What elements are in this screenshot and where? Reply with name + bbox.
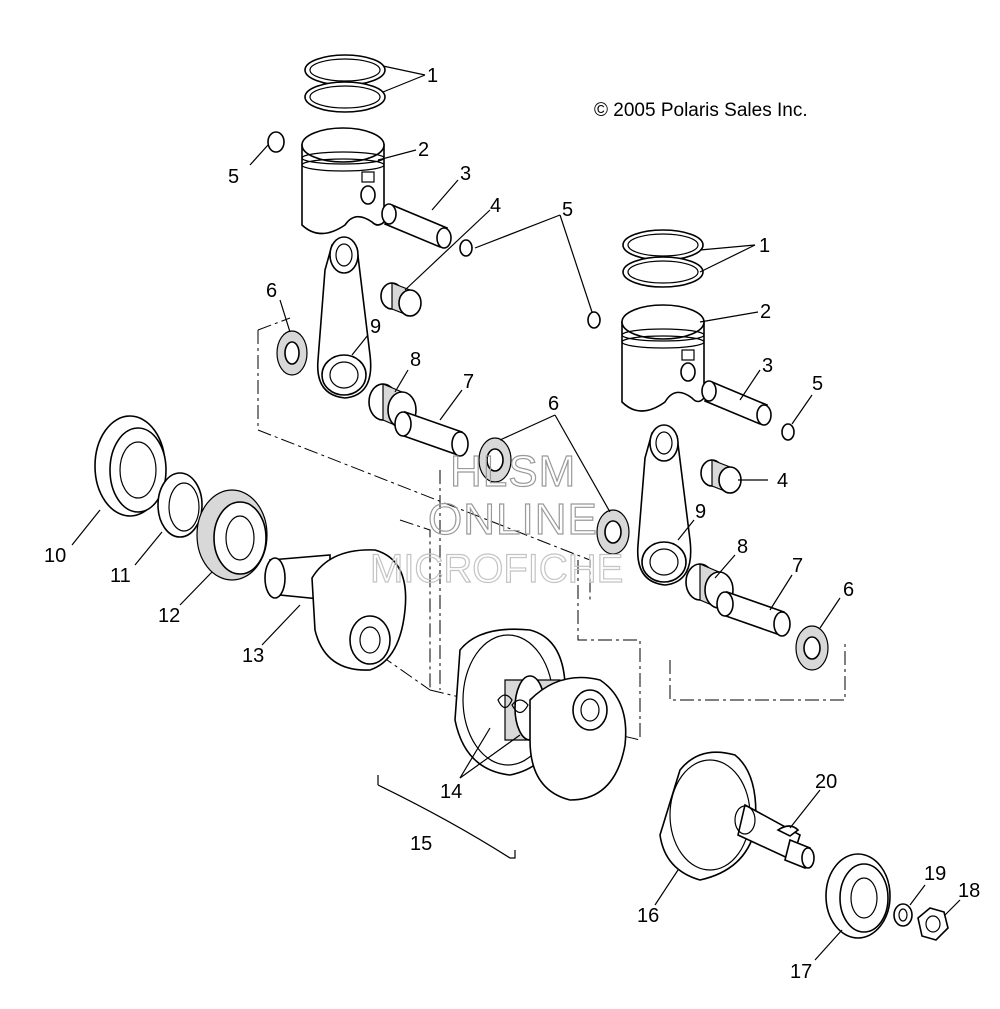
watermark: HLSM ONLINE MICROFICHE: [369, 446, 624, 591]
needle-bearing-small-right[interactable]: [700, 459, 742, 494]
copyright-text: © 2005 Polaris Sales Inc.: [594, 100, 808, 121]
callout-11: 11: [110, 565, 131, 587]
piston-right[interactable]: [621, 304, 705, 412]
callout-6-right: 6: [843, 579, 854, 601]
crank-pin-left[interactable]: [394, 410, 469, 457]
main-bearing-left-outer[interactable]: [94, 415, 167, 517]
callout-2-right: 2: [760, 301, 771, 323]
thrust-washer-right-b[interactable]: [795, 625, 829, 671]
callout-4-right: 4: [777, 470, 788, 492]
watermark-line-3: MICROFICHE: [370, 547, 623, 591]
callout-12: 12: [158, 605, 180, 627]
callout-4-upper: 4: [490, 195, 501, 217]
thrust-washer-right-a[interactable]: [596, 509, 630, 555]
crank-pin-right[interactable]: [716, 590, 791, 637]
callout-6-left: 6: [266, 280, 277, 302]
main-bearing-right[interactable]: [825, 853, 891, 939]
connecting-rod-right[interactable]: [636, 424, 692, 586]
callout-15: 15: [410, 833, 432, 855]
piston-clip-left-outer[interactable]: [267, 131, 285, 153]
callout-1-upper: 1: [427, 65, 438, 87]
callout-16: 16: [637, 905, 659, 927]
watermark-line-1: HLSM: [450, 447, 576, 496]
spacer-ring-left[interactable]: [157, 472, 203, 538]
callout-10: 10: [44, 545, 66, 567]
callout-7-left: 7: [463, 371, 474, 393]
leader-lines: [71, 65, 961, 961]
piston-clip-right-outer[interactable]: [587, 311, 601, 329]
wrist-pin-left[interactable]: [381, 203, 452, 249]
connecting-rod-left[interactable]: [316, 236, 372, 399]
crankshaft-seals[interactable]: [497, 694, 529, 714]
callout-3-upper: 3: [460, 163, 471, 185]
callout-19: 19: [924, 863, 946, 885]
main-bearing-left-inner[interactable]: [196, 489, 268, 581]
callout-9-left: 9: [370, 316, 381, 338]
callout-7-right: 7: [792, 555, 803, 577]
piston-rings-right[interactable]: [622, 229, 704, 288]
callout-5-right: 5: [812, 373, 823, 395]
piston-clip-left-inner[interactable]: [459, 239, 473, 257]
callout-8-right: 8: [737, 536, 748, 558]
callout-6-center: 6: [548, 393, 559, 415]
callout-2-upper: 2: [418, 139, 429, 161]
needle-bearing-small-left[interactable]: [380, 282, 422, 317]
lock-washer[interactable]: [893, 903, 913, 927]
callout-18: 18: [958, 880, 980, 902]
callout-3-right: 3: [762, 355, 773, 377]
piston-left[interactable]: [301, 127, 385, 235]
wrist-pin-right[interactable]: [701, 380, 772, 426]
callout-8-left: 8: [410, 349, 421, 371]
thrust-washer-left-b[interactable]: [478, 437, 512, 483]
callout-5-left: 5: [228, 166, 239, 188]
callout-numbers: 1 2 3 4 5 5 1 2 3 5 6 9 8 7 6 4 9 8 7 6 …: [44, 65, 980, 983]
thrust-washer-left-a[interactable]: [276, 330, 308, 376]
watermark-line-2: ONLINE: [428, 495, 598, 544]
callout-17: 17: [790, 961, 812, 983]
callout-20: 20: [815, 771, 837, 793]
piston-clip-right-inner[interactable]: [781, 423, 795, 441]
crankshaft-left-half[interactable]: [264, 549, 407, 671]
callout-14: 14: [440, 781, 462, 803]
callout-5-center: 5: [562, 199, 573, 221]
crankshaft-nut[interactable]: [917, 907, 949, 941]
crankshaft-right-half[interactable]: [659, 751, 815, 881]
callout-9-right: 9: [695, 501, 706, 523]
crankshaft-center-section[interactable]: [454, 628, 627, 801]
callout-1-right: 1: [759, 235, 770, 257]
piston-rings-left[interactable]: [304, 54, 386, 113]
assembly-bracket: [377, 775, 516, 859]
callout-13: 13: [242, 645, 264, 667]
